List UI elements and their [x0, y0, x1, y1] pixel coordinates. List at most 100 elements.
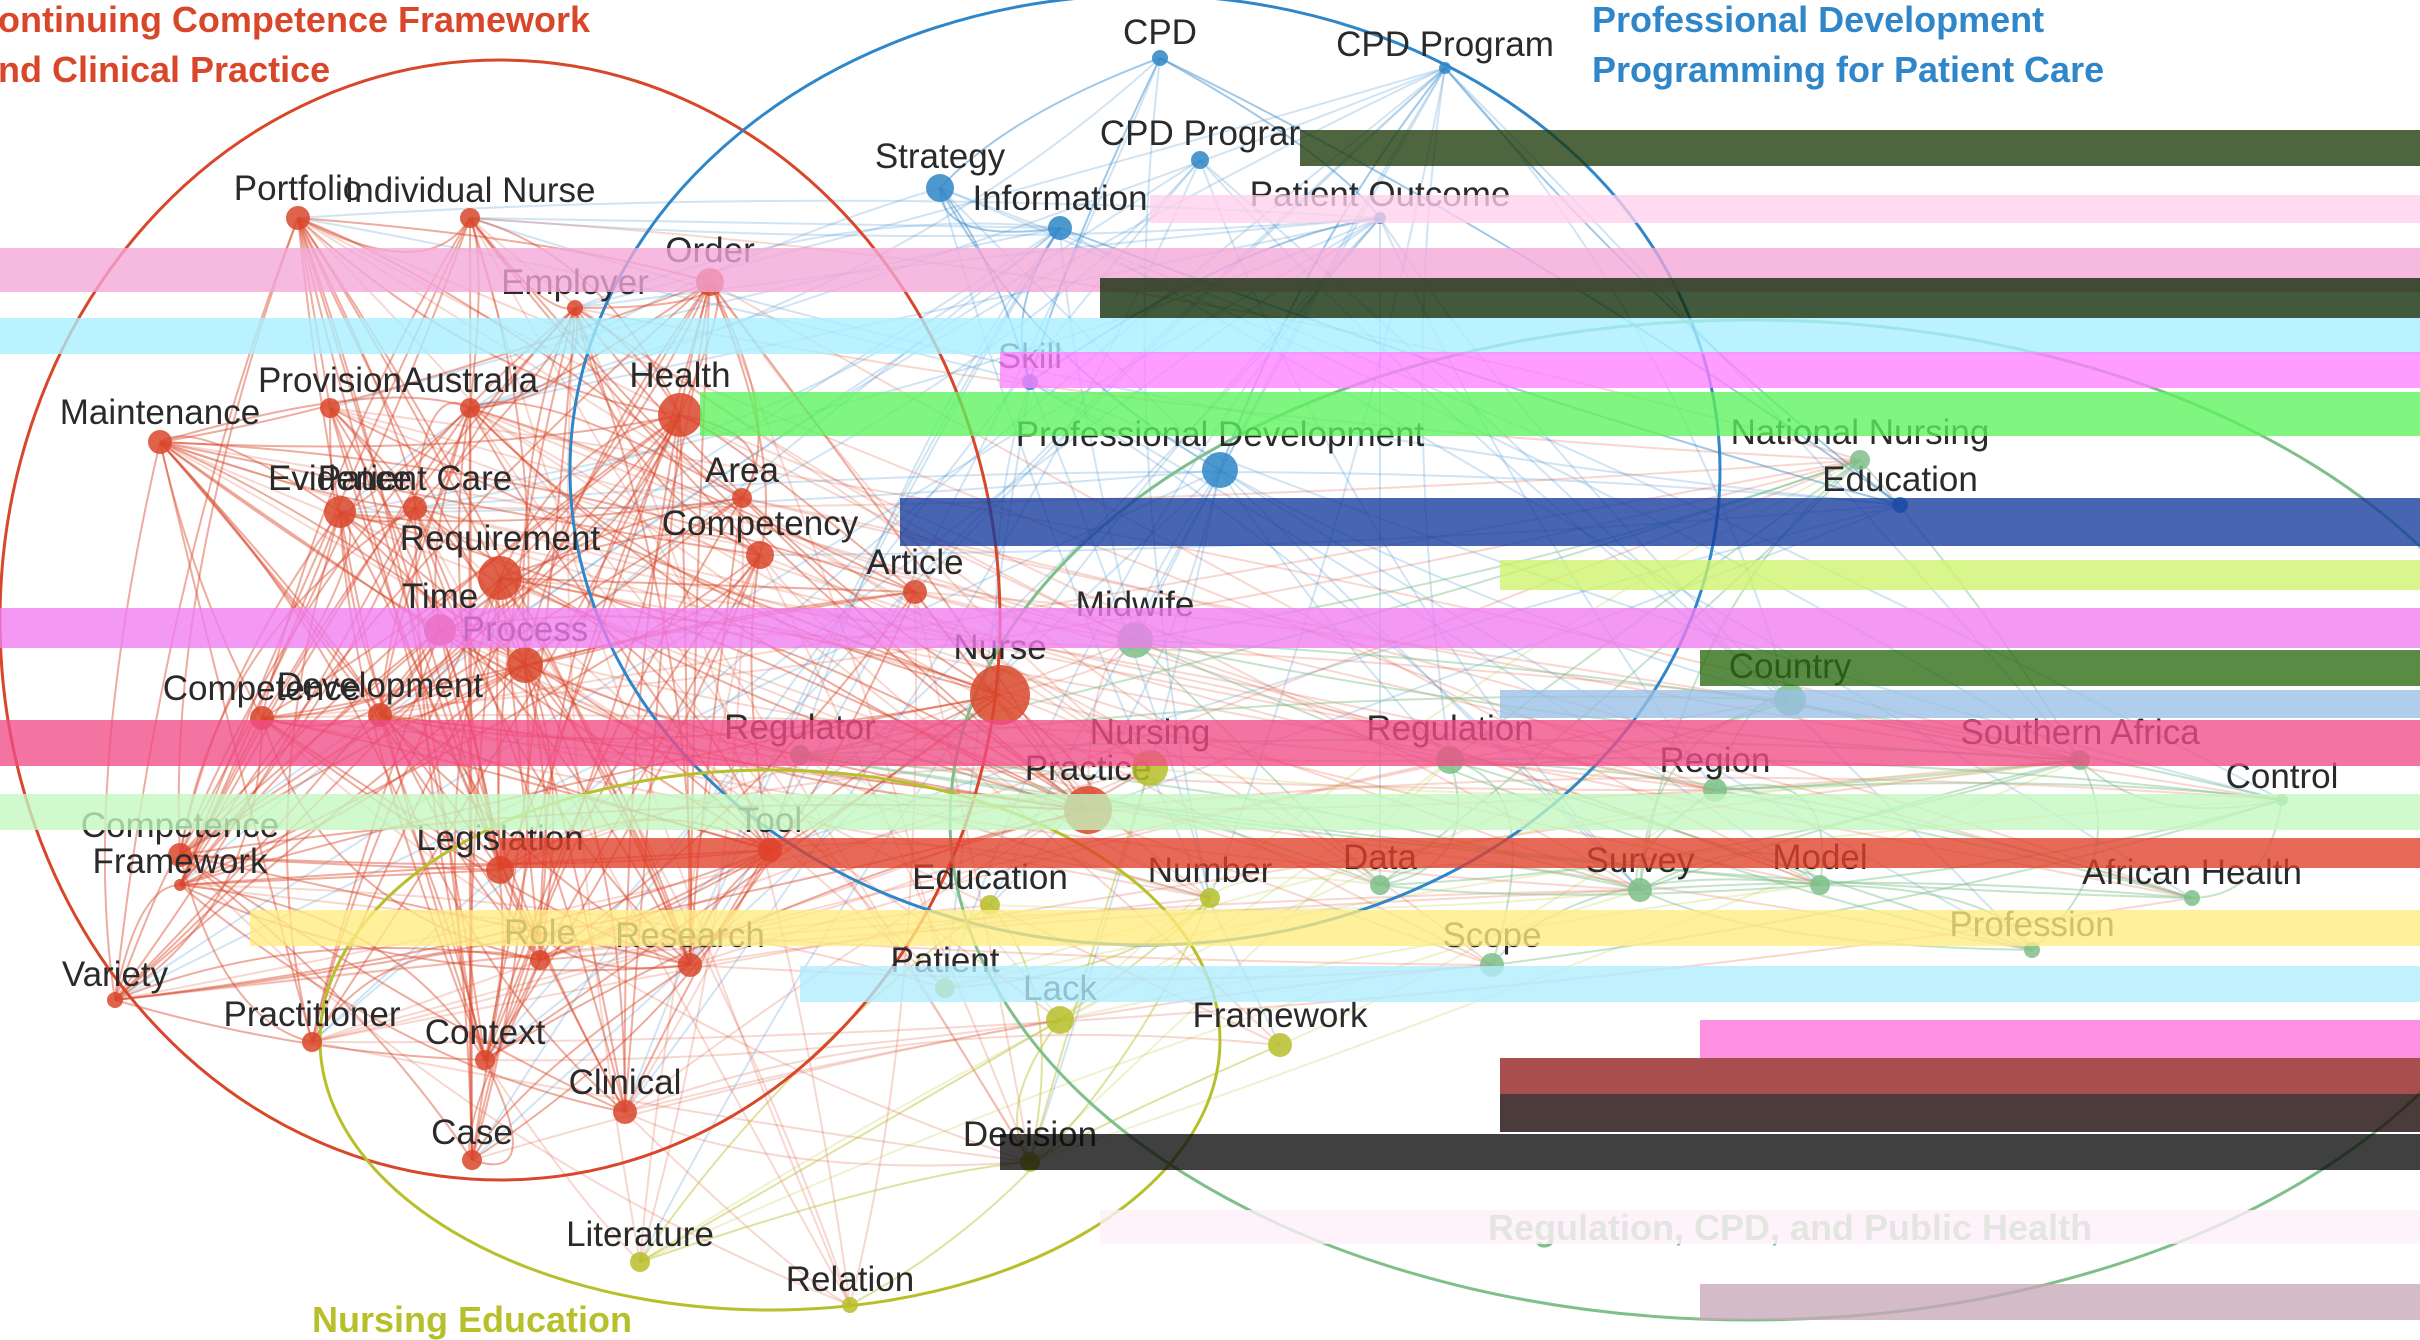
node-case[interactable]: Case	[431, 1113, 513, 1170]
glitch-band	[1100, 1210, 2420, 1244]
node-clinical[interactable]: Clinical	[569, 1063, 682, 1124]
node-label: Education	[1822, 460, 1978, 499]
node-marker	[926, 174, 954, 202]
edge-competence	[159, 441, 761, 556]
edge-cpd	[469, 217, 1381, 409]
node-marker	[842, 1297, 858, 1313]
edge-competence	[469, 281, 711, 410]
edge-competence	[484, 497, 743, 1061]
edge-competence	[469, 407, 1151, 769]
node-marker	[1439, 62, 1451, 74]
node-relation[interactable]: Relation	[786, 1260, 914, 1313]
cluster-title-competence: nd Clinical Practice	[0, 49, 330, 90]
node-marker	[1268, 1033, 1292, 1057]
edge-competence	[439, 629, 1211, 899]
edge-competence	[159, 441, 541, 961]
node-health[interactable]: Health	[629, 356, 731, 437]
cluster-title-cpd: Programming for Patient Care	[1592, 49, 2104, 90]
node-cpd-prograr[interactable]: CPD Prograr	[1100, 114, 1301, 169]
node-evidence[interactable]: Evidence	[268, 459, 412, 528]
edge-education	[639, 1019, 1061, 1263]
edge-competence	[471, 1019, 1061, 1161]
edge-education	[639, 699, 1791, 1263]
node-label: Information	[972, 179, 1147, 218]
edge-competence	[179, 854, 473, 1161]
node-development[interactable]: Development	[277, 666, 483, 727]
glitch-band	[1700, 650, 2420, 686]
node-strategy[interactable]: Strategy	[875, 137, 1006, 202]
node-label: Health	[629, 356, 730, 395]
edge-cpd	[414, 470, 1901, 509]
edge-competence	[114, 507, 416, 1001]
cluster-title-cpd: Professional Development	[1592, 0, 2044, 40]
edge-competence	[574, 307, 1001, 696]
node-marker	[732, 488, 752, 508]
edge-competence	[329, 407, 486, 1061]
edge-competence	[261, 414, 681, 719]
node-information[interactable]: Information	[972, 179, 1148, 240]
node-australia[interactable]: Australia	[402, 361, 539, 418]
edge-competence	[484, 414, 681, 1061]
node-context[interactable]: Context	[425, 1013, 546, 1070]
node-marker	[174, 879, 186, 891]
node-competency[interactable]: Competency	[662, 504, 859, 569]
edge-competence	[469, 407, 1001, 696]
node-label: Context	[425, 1013, 546, 1052]
node-practitioner[interactable]: Practitioner	[223, 995, 401, 1052]
node-label: Requirement	[400, 519, 601, 558]
node-marker	[1048, 216, 1072, 240]
edge-education	[1209, 876, 1381, 899]
edge-competence	[159, 441, 263, 719]
node-marker	[403, 496, 427, 520]
cluster-title-competence: ontinuing Competence Framework	[0, 0, 591, 40]
node-marker	[2184, 890, 2200, 906]
node-maintenance[interactable]: Maintenance	[60, 393, 260, 454]
node-marker	[1628, 878, 1652, 902]
edge-cpd	[1087, 504, 1901, 811]
edge-competence	[624, 1111, 851, 1306]
edge-competence	[624, 849, 771, 1113]
node-cpd-program[interactable]: CPD Program	[1336, 25, 1554, 74]
node-article[interactable]: Article	[866, 543, 964, 604]
node-marker	[302, 1032, 322, 1052]
node-framework[interactable]: Framework	[92, 842, 268, 891]
edge-regulation	[1714, 759, 2081, 791]
edge-competence	[297, 217, 473, 1161]
node-label: Area	[705, 451, 779, 490]
glitch-band	[1000, 352, 2420, 388]
edge-regulation	[1639, 881, 2193, 899]
edge-competence	[624, 414, 681, 1113]
edge-competence	[679, 414, 691, 966]
glitch-band	[1100, 278, 2420, 318]
node-area[interactable]: Area	[705, 451, 779, 508]
edge-competence	[159, 441, 416, 509]
edge-cpd	[1209, 67, 1446, 899]
node-variety[interactable]: Variety	[62, 955, 169, 1008]
edge-competence	[261, 664, 526, 719]
glitch-band	[1700, 1284, 2420, 1320]
node-marker	[168, 843, 192, 867]
edge-cpd	[469, 217, 1061, 229]
edge-competence	[499, 577, 851, 1306]
node-provision[interactable]: Provision	[258, 361, 402, 418]
edge-competence	[179, 869, 501, 886]
node-label: Relation	[786, 1260, 914, 1299]
node-marker	[462, 1150, 482, 1170]
edge-competence	[624, 1033, 1281, 1113]
edge-competence	[741, 497, 1089, 811]
edge-competence	[379, 307, 576, 716]
edge-competence	[179, 664, 526, 886]
node-framework[interactable]: Framework	[1192, 996, 1368, 1057]
edge-competence	[311, 1041, 1031, 1163]
edge-competence	[329, 407, 1001, 696]
node-individual-nurse[interactable]: Individual Nurse	[345, 171, 596, 228]
edge-competence	[469, 401, 743, 499]
node-patient-care[interactable]: Patient Care	[318, 459, 513, 520]
node-requirement[interactable]: Requirement	[400, 519, 601, 600]
node-literature[interactable]: Literature	[566, 1215, 714, 1272]
edge-competence	[499, 414, 681, 579]
glitch-band	[0, 794, 2420, 830]
node-portfolio[interactable]: Portfolio	[234, 169, 362, 230]
node-cpd[interactable]: CPD	[1123, 13, 1197, 66]
edge-competence	[469, 407, 916, 593]
